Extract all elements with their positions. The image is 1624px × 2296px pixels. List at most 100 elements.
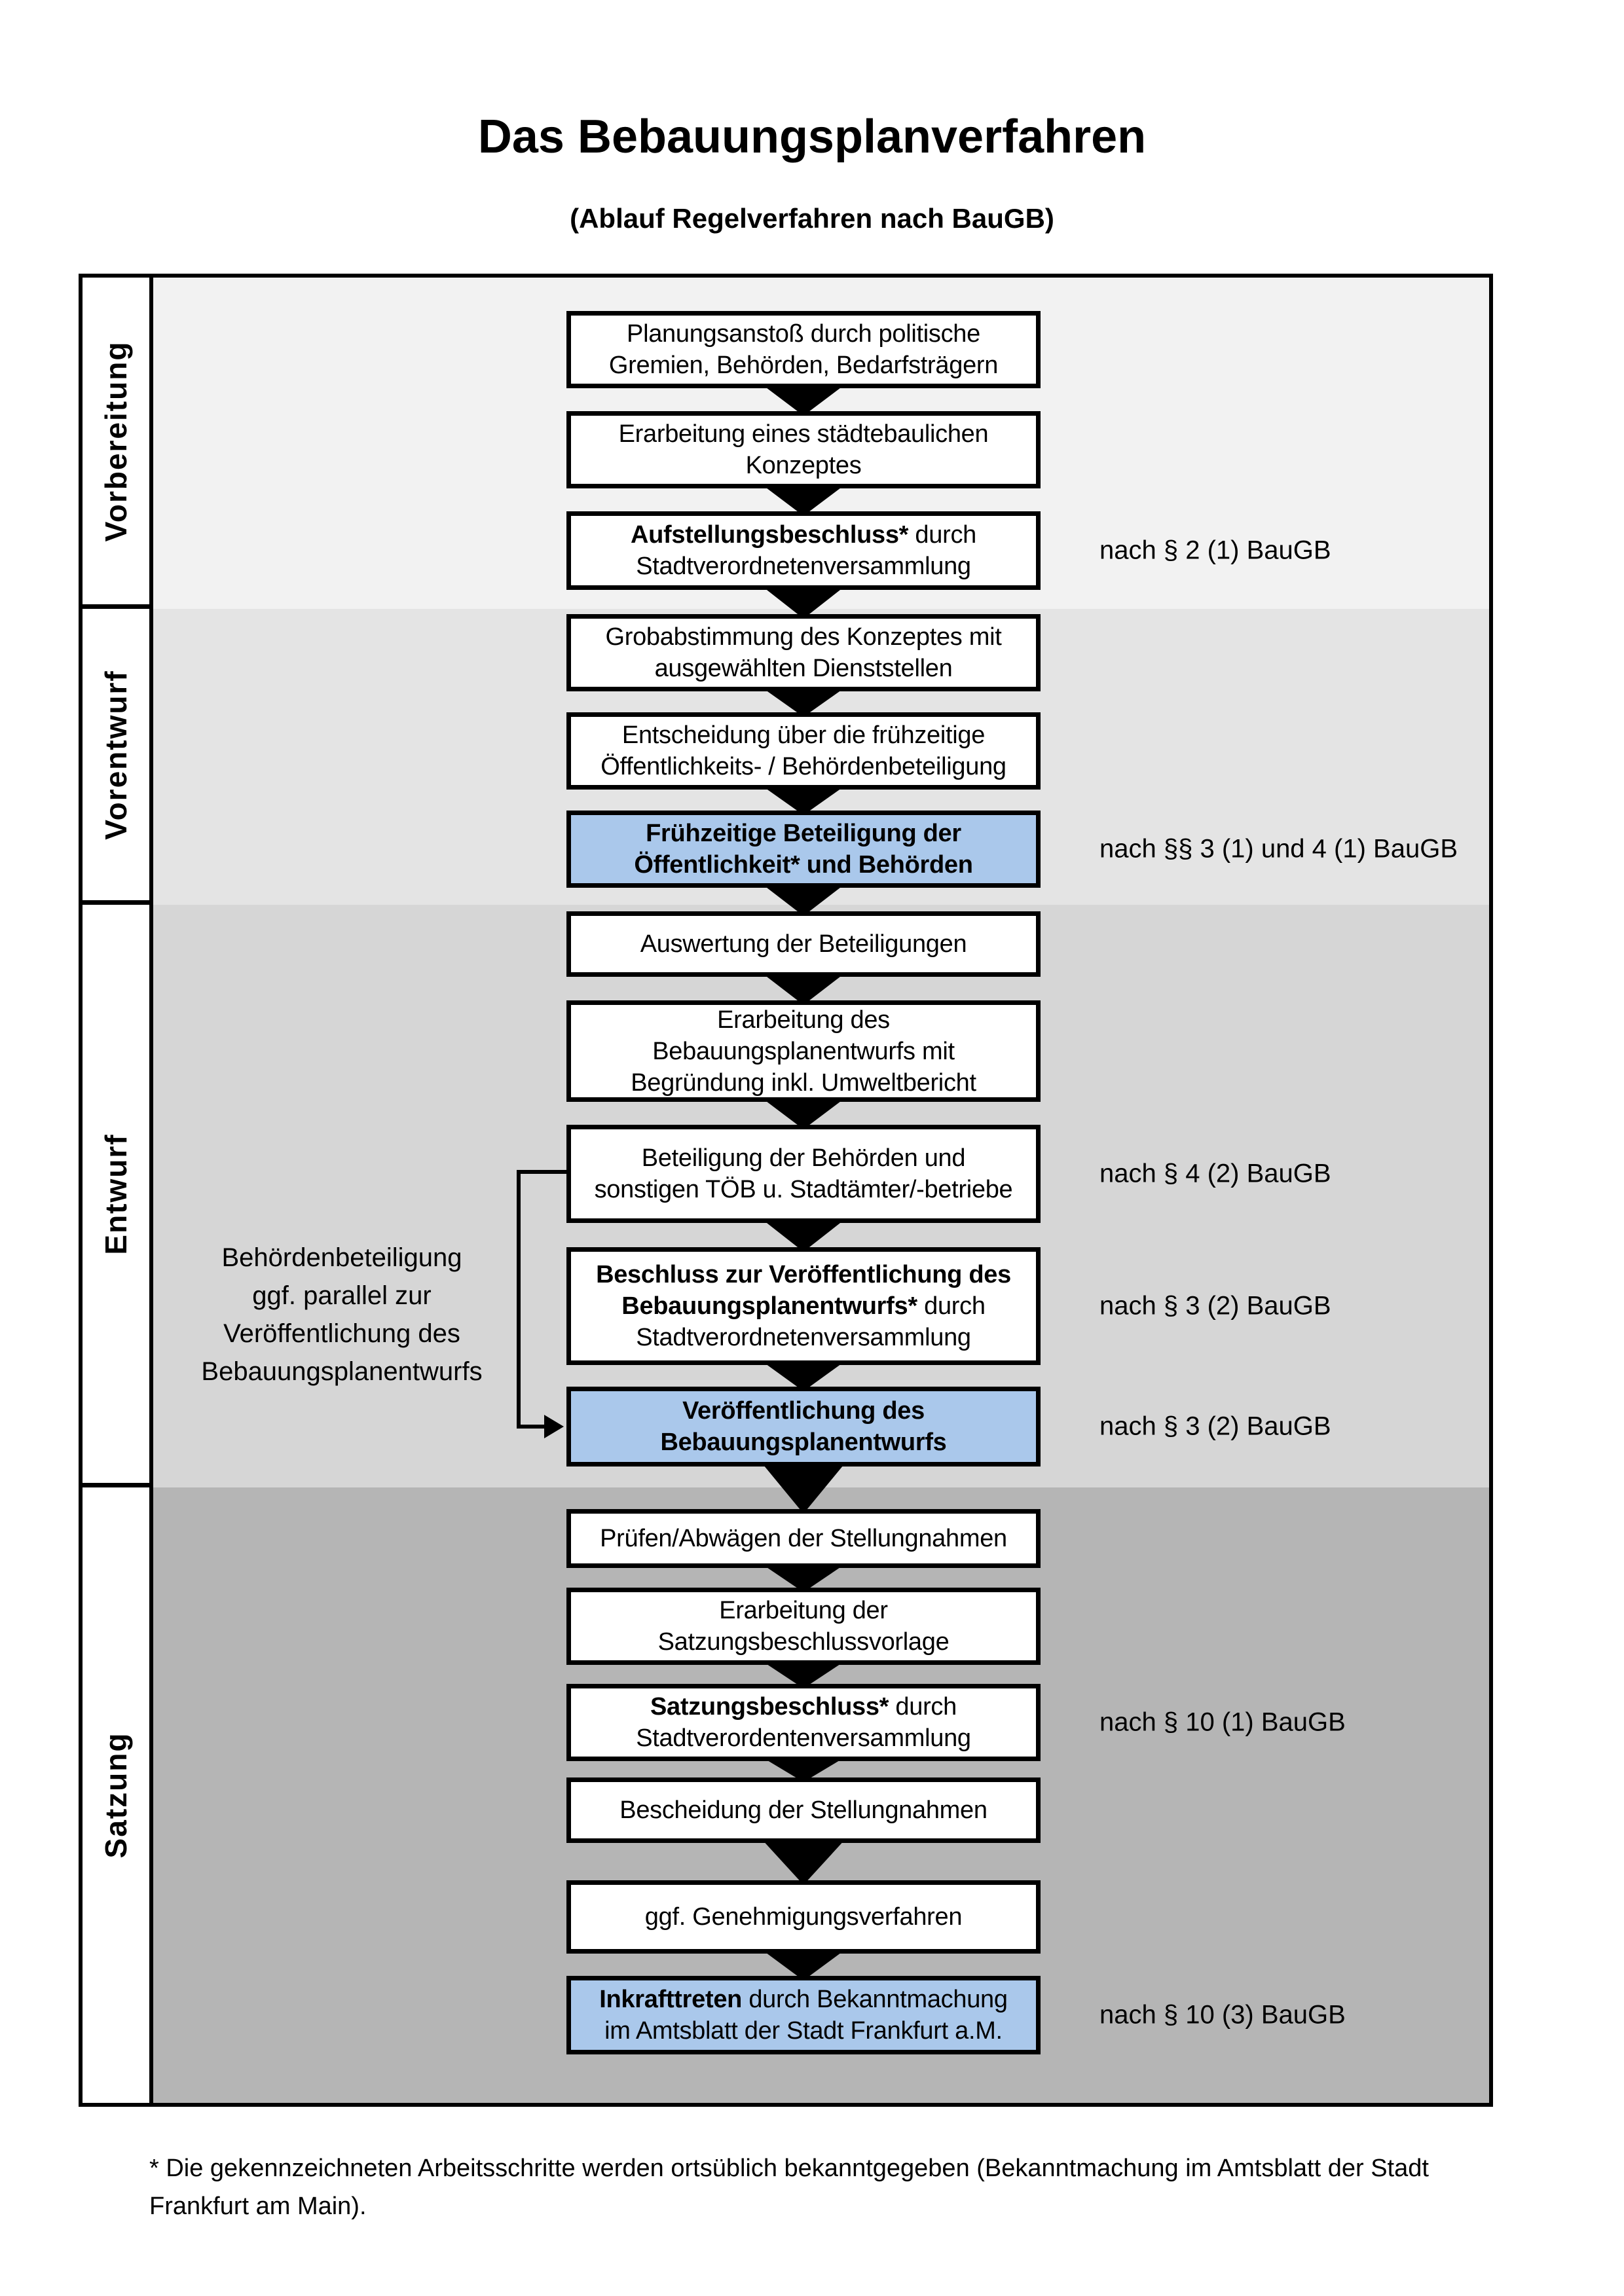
process-step-line: Erarbeitung des xyxy=(717,1004,890,1036)
flow-arrow-down-icon xyxy=(761,384,846,416)
flow-arrow-down-icon xyxy=(761,1838,846,1885)
side-note-line: ggf. parallel zur xyxy=(252,1281,432,1310)
side-note-line: Veröffentlichung des xyxy=(223,1319,460,1348)
process-step-line: ausgewählten Dienststellen xyxy=(655,653,953,684)
process-step-line: im Amtsblatt der Stadt Frankfurt a.M. xyxy=(604,2015,1003,2047)
process-step-line: Erarbeitung eines städtebaulichen xyxy=(619,418,989,450)
process-step-text: Begründung inkl. Umweltbericht xyxy=(631,1068,976,1097)
process-step-line: Veröffentlichung des xyxy=(682,1395,925,1427)
phase-label-text: Satzung xyxy=(99,1732,133,1859)
process-step-line: Erarbeitung der xyxy=(719,1595,888,1626)
law-reference-2: nach §§ 3 (1) und 4 (1) BauGB xyxy=(1099,834,1458,864)
phase-label-text: Entwurf xyxy=(99,1133,133,1255)
process-step-line: Planungsanstoß durch politische xyxy=(627,318,980,350)
process-step-line: Satzungsbeschluss* durch xyxy=(650,1691,957,1722)
process-step-text: Prüfen/Abwägen der Stellungnahmen xyxy=(600,1525,1007,1552)
connector-line-bottom xyxy=(517,1425,546,1429)
process-step-text: Satzungsbeschluss* xyxy=(650,1693,889,1721)
process-step-text: Erarbeitung der xyxy=(719,1597,888,1624)
process-step-12: Prüfen/Abwägen der Stellungnahmen xyxy=(566,1509,1041,1568)
footnote-line: * Die gekennzeichneten Arbeitsschritte w… xyxy=(149,2155,1429,2182)
flowchart-area: Behördenbeteiligung ggf. parallel zur Ve… xyxy=(153,278,1489,2103)
process-step-text: durch xyxy=(917,1292,986,1320)
process-step-line: ggf. Genehmigungsverfahren xyxy=(644,1901,963,1933)
process-step-line: Inkrafttreten durch Bekanntmachung xyxy=(599,1984,1008,2015)
process-step-7: Auswertung der Beteiligungen xyxy=(566,911,1041,977)
flow-arrow-down-icon xyxy=(761,1462,846,1514)
flow-arrow-down-icon xyxy=(761,1218,846,1252)
process-step-line: Stadtverordnetenversammlung xyxy=(636,551,971,582)
page-subtitle: (Ablauf Regelverfahren nach BauGB) xyxy=(570,203,1054,234)
process-step-text: Stadtverordentenversammlung xyxy=(636,1724,971,1752)
connector-line-top xyxy=(517,1170,566,1174)
law-reference-7: nach § 10 (3) BauGB xyxy=(1099,2000,1346,2030)
process-step-line: Bescheidung der Stellungnahmen xyxy=(619,1795,987,1826)
process-step-text: Erarbeitung eines städtebaulichen xyxy=(618,420,989,448)
side-note-line: Bebauungsplanentwurfs xyxy=(201,1357,483,1386)
phase-label-2: Entwurf xyxy=(83,905,149,1487)
flow-arrow-down-icon xyxy=(761,484,846,516)
process-step-line: Konzeptes xyxy=(746,450,862,481)
process-step-line: Begründung inkl. Umweltbericht xyxy=(631,1067,976,1099)
process-step-text: im Amtsblatt der Stadt Frankfurt a.M. xyxy=(604,2017,1003,2045)
process-step-text: ggf. Genehmigungsverfahren xyxy=(644,1903,963,1931)
page-title: Das Bebauungsplanverfahren xyxy=(477,111,1147,163)
process-step-text: Beteiligung der Behörden und xyxy=(641,1144,966,1172)
process-step-15: Bescheidung der Stellungnahmen xyxy=(566,1777,1041,1843)
process-step-line: Stadtverordnetenversammlung xyxy=(636,1322,971,1353)
process-step-16: ggf. Genehmigungsverfahren xyxy=(566,1880,1041,1954)
process-step-text: Satzungsbeschlussvorlage xyxy=(657,1628,950,1656)
side-note: Behördenbeteiligung ggf. parallel zur Ve… xyxy=(178,1239,506,1391)
flow-arrow-down-icon xyxy=(761,1757,846,1782)
process-step-text: Stadtverordnetenversammlung xyxy=(636,1324,971,1351)
law-reference-1: nach § 2 (1) BauGB xyxy=(1099,536,1331,565)
process-step-line: Öffentlichkeit* und Behörden xyxy=(634,849,973,881)
process-step-line: Bebauungsplanentwurfs xyxy=(660,1427,946,1458)
footnote: * Die gekennzeichneten Arbeitsschritte w… xyxy=(149,2149,1538,2225)
process-step-text: Stadtverordnetenversammlung xyxy=(636,553,971,580)
connector-arrow-right-icon xyxy=(544,1415,564,1438)
process-step-line: Öffentlichkeits- / Behördenbeteiligung xyxy=(600,751,1006,782)
process-step-text: ausgewählten Dienststellen xyxy=(654,655,953,682)
flow-arrow-down-icon xyxy=(761,972,846,1005)
flow-arrow-down-icon xyxy=(761,1660,846,1688)
connector-line-vertical xyxy=(517,1170,521,1429)
process-step-text: Beschluss zur Veröffentlichung des xyxy=(596,1261,1011,1288)
flow-arrow-down-icon xyxy=(761,687,846,717)
process-step-line: Entscheidung über die frühzeitige xyxy=(622,720,985,751)
process-step-text: Aufstellungsbeschluss* xyxy=(631,521,909,549)
process-step-line: Stadtverordentenversammlung xyxy=(636,1722,971,1754)
process-step-text: Inkrafttreten xyxy=(599,1986,743,2013)
phase-label-0: Vorbereitung xyxy=(83,278,149,609)
footnote-line: Frankfurt am Main). xyxy=(149,2193,367,2220)
flow-arrow-down-icon xyxy=(761,1949,846,1980)
phase-label-1: Vorentwurf xyxy=(83,609,149,905)
process-step-9: Beteiligung der Behörden und sonstigen TÖ… xyxy=(566,1125,1041,1223)
process-step-text: Gremien, Behörden, Bedarfsträgern xyxy=(608,352,999,379)
process-step-line: Aufstellungsbeschluss* durch xyxy=(631,519,976,551)
process-step-line: Satzungsbeschlussvorlage xyxy=(658,1626,950,1658)
process-step-text: durch Bekanntmachung xyxy=(742,1986,1008,2013)
law-reference-3: nach § 4 (2) BauGB xyxy=(1099,1159,1331,1188)
process-step-line: Bebauungsplanentwurfs mit xyxy=(652,1036,955,1067)
flow-arrow-down-icon xyxy=(761,883,846,916)
law-reference-4: nach § 3 (2) BauGB xyxy=(1099,1291,1331,1321)
process-step-line: Frühzeitige Beteiligung der xyxy=(646,818,961,849)
phase-label-3: Satzung xyxy=(83,1487,149,2103)
process-step-text: Bescheidung der Stellungnahmen xyxy=(619,1796,987,1824)
process-step-text: sonstigen TÖB u. Stadtämter/-betriebe xyxy=(594,1176,1013,1203)
process-step-line: Gremien, Behörden, Bedarfsträgern xyxy=(608,350,999,381)
law-reference-6: nach § 10 (1) BauGB xyxy=(1099,1707,1346,1737)
flow-arrow-down-icon xyxy=(761,1097,846,1129)
